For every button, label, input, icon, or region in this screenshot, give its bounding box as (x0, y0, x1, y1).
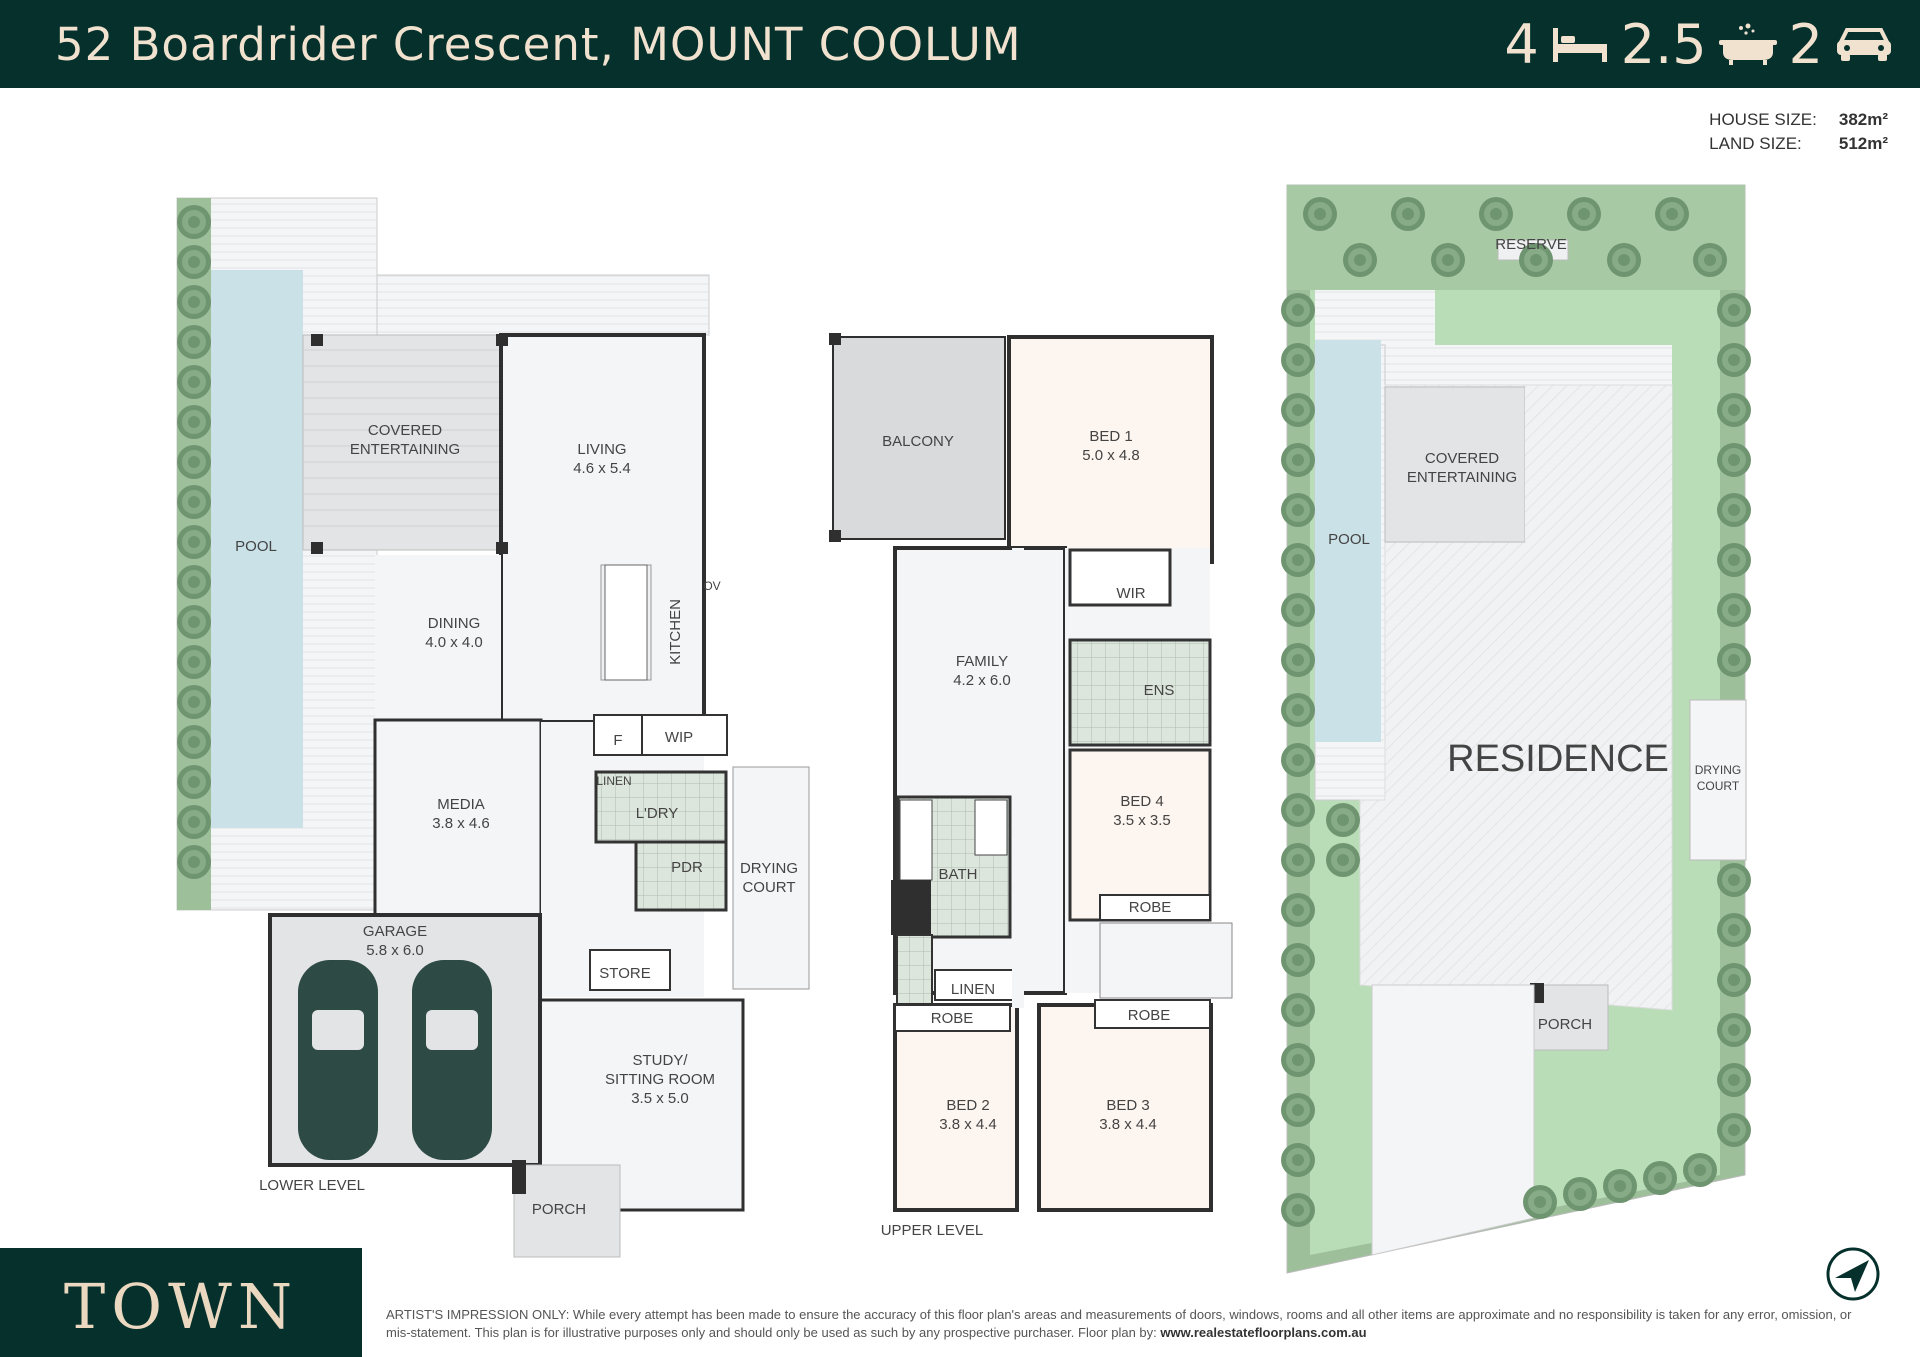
bed-icon (1552, 28, 1607, 62)
lower-linen-label: LINEN (596, 774, 631, 788)
property-address: 52 Boardrider Crescent, MOUNT COOLUM (55, 18, 1022, 71)
bed3-robe-label: ROBE (1128, 1007, 1171, 1024)
kitchen-label: KITCHEN (667, 599, 684, 665)
site-drying-label-1: DRYING (1695, 763, 1741, 777)
covered-entertaining (302, 334, 502, 551)
living-dim: 4.6 x 5.4 (573, 460, 631, 477)
bath-icon (1718, 23, 1777, 65)
oven-label: OV (703, 579, 720, 593)
bath-label: BATH (939, 866, 978, 883)
site-porch-label: PORCH (1538, 1016, 1592, 1033)
media-label: MEDIA (437, 796, 485, 813)
size-summary: HOUSE SIZE: 382m² LAND SIZE: 512m² (1709, 108, 1888, 156)
lower-drying-label-2: COURT (742, 879, 795, 896)
dining-dim: 4.0 x 4.0 (425, 634, 483, 651)
laundry-label: L'DRY (636, 805, 679, 822)
floorplan-website: www.realestatefloorplans.com.au (1160, 1325, 1367, 1340)
header-bar: 52 Boardrider Crescent, MOUNT COOLUM 4 2… (0, 0, 1920, 88)
bed2-robe-label: ROBE (931, 1010, 974, 1027)
dining-label: DINING (428, 615, 481, 632)
lower-pool (211, 270, 303, 828)
study-label-1: STUDY/ (632, 1052, 688, 1069)
wir-label: WIR (1116, 585, 1145, 602)
car-icon (1837, 28, 1891, 61)
lower-porch-label: PORCH (532, 1201, 586, 1218)
residence-label: RESIDENCE (1447, 738, 1669, 780)
bed4-dim: 3.5 x 3.5 (1113, 812, 1171, 829)
land-size-value: 512m² (1838, 134, 1888, 153)
bed-count: 4 (1504, 12, 1539, 76)
study-dim: 3.5 x 5.0 (631, 1090, 689, 1107)
lower-drying-label-1: DRYING (740, 860, 798, 877)
bath-count: 2.5 (1620, 12, 1707, 76)
upper-linen-label: LINEN (951, 981, 995, 998)
fridge-label: F (613, 732, 622, 749)
bed1-label: BED 1 (1089, 428, 1132, 445)
powder-room-label: PDR (671, 859, 703, 876)
reserve-label: RESERVE (1495, 236, 1566, 253)
agency-logo-box: TOWN (0, 1248, 362, 1357)
site-covered-label-2: ENTERTAINING (1407, 469, 1517, 486)
wip-label: WIP (665, 729, 693, 746)
site-covered-label-1: COVERED (1425, 450, 1499, 467)
lower-level-label: LOWER LEVEL (259, 1177, 365, 1194)
land-size-label: LAND SIZE: (1709, 134, 1802, 153)
site-drying-label-2: COURT (1697, 779, 1740, 793)
lower-hedge (177, 205, 211, 879)
study-label-2: SITTING ROOM (605, 1071, 715, 1088)
ensuite-label: ENS (1144, 682, 1175, 699)
balcony-label: BALCONY (882, 433, 954, 450)
garage-dim: 5.8 x 6.0 (366, 942, 424, 959)
disclaimer: ARTIST'S IMPRESSION ONLY: While every at… (386, 1306, 1866, 1342)
agency-logo: TOWN (63, 1270, 299, 1343)
bed2-label: BED 2 (946, 1097, 989, 1114)
bed3-dim: 3.8 x 4.4 (1099, 1116, 1157, 1133)
living-label: LIVING (577, 441, 626, 458)
media-dim: 3.8 x 4.6 (432, 815, 490, 832)
upper-level-label: UPPER LEVEL (881, 1222, 984, 1239)
bed3-label: BED 3 (1106, 1097, 1149, 1114)
house-size-label: HOUSE SIZE: (1709, 110, 1817, 129)
covered-label-2: ENTERTAINING (350, 441, 460, 458)
site-pool-label: POOL (1328, 531, 1370, 548)
bed4-robe-label: ROBE (1129, 899, 1172, 916)
family-dim: 4.2 x 6.0 (953, 672, 1011, 689)
property-stats: 4 2.5 2 (1504, 12, 1895, 76)
house-size-value: 382m² (1838, 110, 1888, 129)
balcony (832, 336, 1006, 540)
north-compass-icon (1826, 1247, 1880, 1301)
lower-level-plan: POOL COVERED ENTERTAINING LIVING 4.6 x 5… (176, 197, 810, 1258)
family-label: FAMILY (956, 653, 1008, 670)
site-pool (1315, 340, 1381, 742)
garage-label: GARAGE (363, 923, 427, 940)
disclaimer-text: ARTIST'S IMPRESSION ONLY: While every at… (386, 1307, 1852, 1340)
store-label: STORE (599, 965, 650, 982)
bed4-label: BED 4 (1120, 793, 1163, 810)
lower-pool-label: POOL (235, 538, 277, 555)
covered-label-1: COVERED (368, 422, 442, 439)
upper-level-plan: BALCONY BED 1 5.0 x 4.8 WIR ENS FAMILY 4… (829, 333, 1233, 1239)
bed2-dim: 3.8 x 4.4 (939, 1116, 997, 1133)
bed1-dim: 5.0 x 4.8 (1082, 447, 1140, 464)
site-plan: RESERVE COVERED ENTERTAINING POOL RESIDE… (1281, 184, 1751, 1274)
car-count: 2 (1788, 12, 1823, 76)
